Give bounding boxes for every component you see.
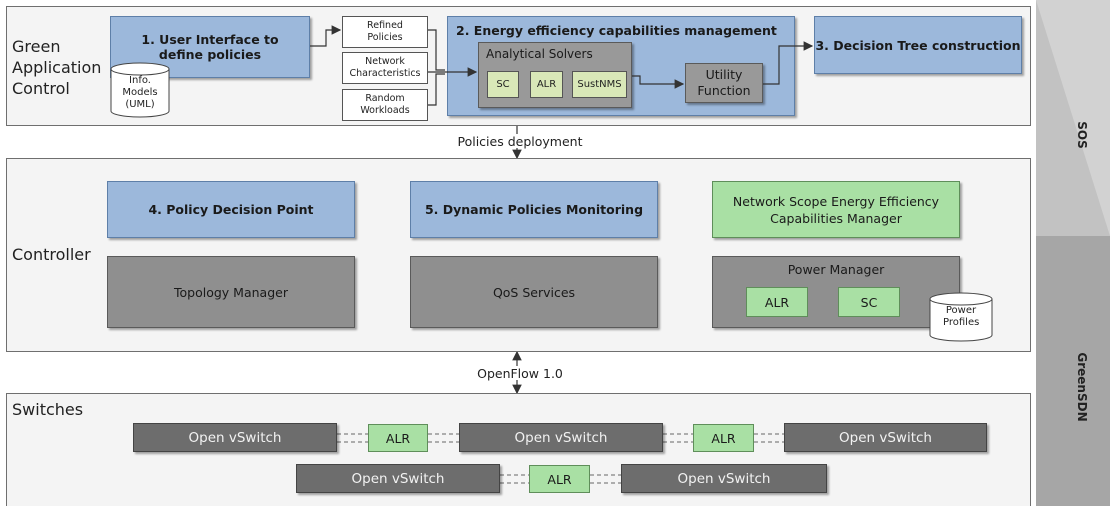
power-alr-box: ALR (746, 287, 808, 317)
open-vswitch-3: Open vSwitch (784, 423, 987, 452)
switch-alr-3: ALR (529, 465, 590, 493)
energy-mgmt-title: 2. Energy efficiency capabilities manage… (456, 23, 777, 38)
power-sc-box: SC (838, 287, 900, 317)
switches-label: Switches (12, 400, 84, 419)
power-profiles-label: Power Profiles (943, 305, 980, 328)
random-workloads-box: Random Workloads (342, 89, 428, 121)
open-vswitch-4: Open vSwitch (296, 464, 500, 493)
open-vswitch-5: Open vSwitch (621, 464, 827, 493)
solver-alr: ALR (530, 71, 563, 98)
open-vswitch-2: Open vSwitch (459, 423, 663, 452)
switch-alr-1: ALR (368, 424, 428, 452)
power-manager-box: Power Manager (712, 256, 960, 328)
power-manager-title: Power Manager (787, 262, 885, 277)
info-models-label: Info. Models (UML) (122, 75, 158, 110)
refined-policies-box: Refined Policies (342, 16, 428, 48)
dynamic-policies-monitoring-box: 5. Dynamic Policies Monitoring (410, 181, 658, 238)
policies-deployment-label: Policies deployment (457, 134, 583, 149)
controller-label: Controller (12, 245, 91, 264)
openflow-label: OpenFlow 1.0 (477, 366, 563, 381)
topology-manager-box: Topology Manager (107, 256, 355, 328)
open-vswitch-1: Open vSwitch (133, 423, 337, 452)
info-models-db-icon: Info. Models (UML) (110, 62, 170, 118)
policy-decision-point-box: 4. Policy Decision Point (107, 181, 355, 238)
network-scope-manager-box: Network Scope Energy Efficiency Capabili… (712, 181, 960, 238)
analytical-solvers-title: Analytical Solvers (486, 47, 593, 61)
switch-alr-2: ALR (693, 424, 754, 452)
green-app-label: Green Application Control (12, 37, 102, 98)
decision-tree-box: 3. Decision Tree construction (814, 16, 1022, 74)
solver-sc: SC (487, 71, 519, 98)
power-profiles-db-icon: Power Profiles (929, 292, 993, 342)
qos-services-box: QoS Services (410, 256, 658, 328)
utility-function-box: Utility Function (685, 63, 763, 103)
network-characteristics-box: Network Characteristics (342, 52, 428, 84)
solver-sustnms: SustNMS (572, 71, 627, 98)
